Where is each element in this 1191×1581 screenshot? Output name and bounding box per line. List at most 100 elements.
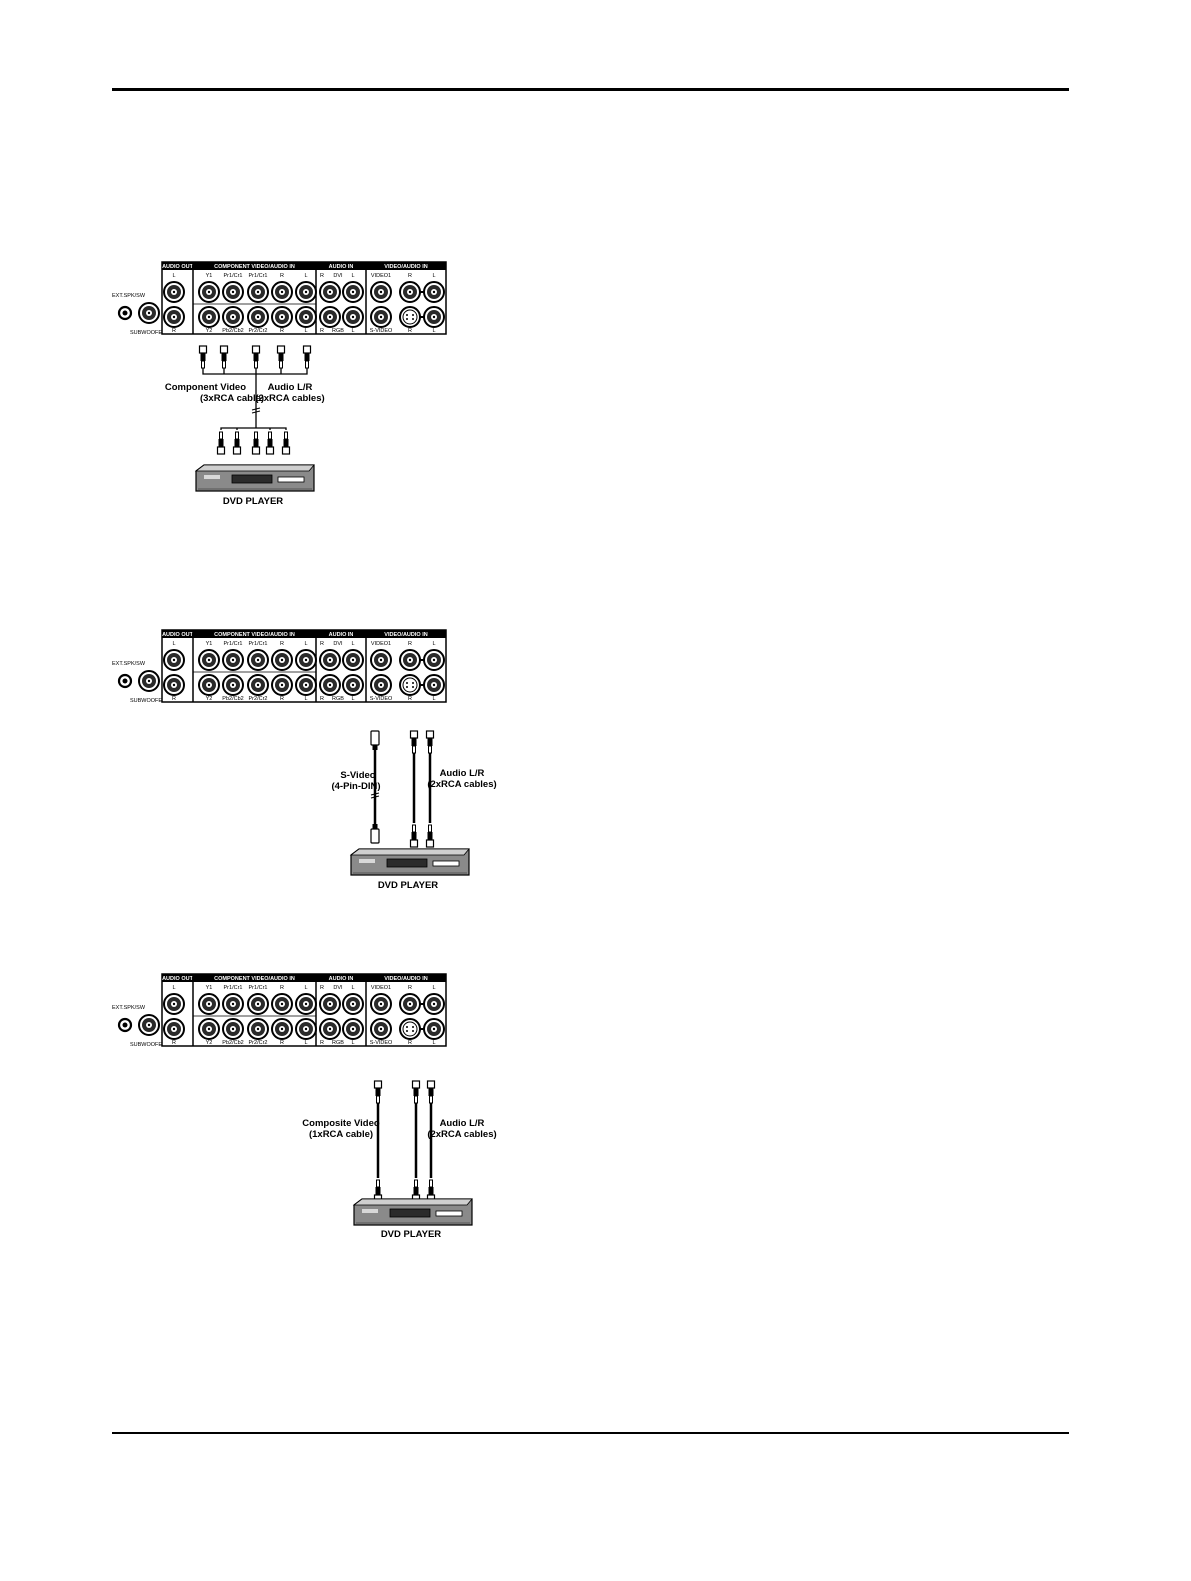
panel-label: Pb2/Cb2 xyxy=(222,696,243,702)
panel-label: VIDEO/AUDIO IN xyxy=(384,976,427,982)
panel-label: Pr1/Cr1 xyxy=(249,273,268,279)
rca-plug xyxy=(409,839,419,848)
panel-label: L xyxy=(432,273,435,279)
panel-label: R xyxy=(320,696,324,702)
rca-plug xyxy=(251,345,261,354)
panel-label: Y1 xyxy=(206,985,213,991)
panel-label: L xyxy=(304,328,307,334)
panel-label: Pr2/Cr2 xyxy=(249,328,268,334)
panel-label: Pb2/Cb2 xyxy=(222,328,243,334)
panel-label: COMPONENT VIDEO/AUDIO IN xyxy=(214,976,295,982)
panel-label: R xyxy=(172,328,176,334)
panel-label: EXT.SPK/SW xyxy=(112,661,146,667)
panel-label: AUDIO OUT xyxy=(162,976,194,982)
panel-label: DVI xyxy=(333,641,343,647)
panel-section-header xyxy=(193,630,316,638)
diagram-svideo-cables: S-Video (4-Pin-DIN) Audio L/R (2xRCA cab… xyxy=(331,730,497,891)
panel-label: L xyxy=(432,985,435,991)
panel-label: R xyxy=(408,985,412,991)
rca-plugs-upper xyxy=(198,345,312,369)
rca-plugs-lower xyxy=(216,431,291,455)
panel-label: S-VIDEO xyxy=(370,696,393,702)
panel-label: R xyxy=(280,1040,284,1046)
panel-label: L xyxy=(432,328,435,334)
panel-label: R xyxy=(172,696,176,702)
panel-label: DVI xyxy=(333,273,343,279)
panel-label: Pr2/Cr2 xyxy=(249,1040,268,1046)
panel-label: L xyxy=(351,696,354,702)
cable-label-line1: Audio L/R xyxy=(440,768,485,779)
panel-label: COMPONENT VIDEO/AUDIO IN xyxy=(214,632,295,638)
panel-label: L xyxy=(304,985,307,991)
panel-label: Pr1/Cr1 xyxy=(224,273,243,279)
device-label: DVD PLAYER xyxy=(378,880,438,891)
panel-label: L xyxy=(304,696,307,702)
cable-label-line2: (2xRCA cables) xyxy=(427,779,496,790)
panel-label: Y2 xyxy=(206,696,213,702)
rca-plugs-lower xyxy=(409,824,435,848)
rca-plug xyxy=(232,446,242,455)
panel-label: L xyxy=(432,696,435,702)
panel-label: RGB xyxy=(332,328,344,334)
disc-tray xyxy=(386,858,428,868)
panel-label: L xyxy=(432,641,435,647)
device-label: DVD PLAYER xyxy=(381,1229,441,1240)
panel-label: SUBWOOFER xyxy=(130,1042,166,1048)
cable-label-line2: (2xRCA cables) xyxy=(427,1129,496,1140)
panel-label: COMPONENT VIDEO/AUDIO IN xyxy=(214,264,295,270)
panel-label: Pr2/Cr2 xyxy=(249,696,268,702)
panel-label: L xyxy=(351,273,354,279)
panel-label: VIDEO1 xyxy=(371,273,391,279)
panel-label: AUDIO IN xyxy=(329,976,354,982)
cable-label-line2: (4-Pin-DIN) xyxy=(331,781,380,792)
disc-tray xyxy=(231,474,273,484)
rca-plugs-upper xyxy=(409,730,435,754)
footer-rule xyxy=(112,1432,1069,1434)
cable-label-line2: (2xRCA cables) xyxy=(255,393,324,404)
panel-label: R xyxy=(280,273,284,279)
connector-panel: EXT.SPK/SW SUBWOOFER AUDIO OUT COMPONENT VI… xyxy=(112,261,447,336)
panel-label: R xyxy=(172,1040,176,1046)
rca-plug xyxy=(216,446,226,455)
rca-plug xyxy=(302,345,312,354)
panel-label: L xyxy=(172,985,175,991)
cable-label-line1: Audio L/R xyxy=(440,1118,485,1129)
rca-plug xyxy=(276,345,286,354)
panel-label: R xyxy=(320,273,324,279)
panel-label: Y1 xyxy=(206,641,213,647)
panel-label: L xyxy=(172,641,175,647)
cable-label-line2: (1xRCA cable) xyxy=(309,1129,373,1140)
panel-section-header xyxy=(366,974,446,982)
rca-plug xyxy=(373,1080,383,1089)
panel-label: R xyxy=(320,985,324,991)
rca-plug xyxy=(251,446,261,455)
panel-label: R xyxy=(280,328,284,334)
panel-label: VIDEO/AUDIO IN xyxy=(384,264,427,270)
panel-label: L xyxy=(351,328,354,334)
dvd-player xyxy=(352,1198,473,1226)
panel-label: R xyxy=(408,273,412,279)
rca-plug xyxy=(425,730,435,739)
svideo-plug-lower xyxy=(370,824,380,844)
panel-label: R xyxy=(280,696,284,702)
panel-label: AUDIO OUT xyxy=(162,264,194,270)
panel-section-header xyxy=(316,974,366,982)
rca-plug xyxy=(265,446,275,455)
panel-label: L xyxy=(351,1040,354,1046)
panel-label: RGB xyxy=(332,1040,344,1046)
panel-label: SUBWOOFER xyxy=(130,330,166,336)
panel-label: R xyxy=(408,1040,412,1046)
cable-label-line1: S-Video xyxy=(340,770,375,781)
dvd-player xyxy=(349,848,470,876)
panel-label: RGB xyxy=(332,696,344,702)
disc-tray xyxy=(389,1208,431,1218)
panel-label: R xyxy=(320,641,324,647)
panel-label: L xyxy=(172,273,175,279)
panel-label: SUBWOOFER xyxy=(130,698,166,704)
panel-label: L xyxy=(304,1040,307,1046)
panel-label: EXT.SPK/SW xyxy=(112,293,146,299)
panel-label: Pr1/Cr1 xyxy=(224,985,243,991)
panel-label: R xyxy=(408,696,412,702)
display-window xyxy=(432,860,460,867)
